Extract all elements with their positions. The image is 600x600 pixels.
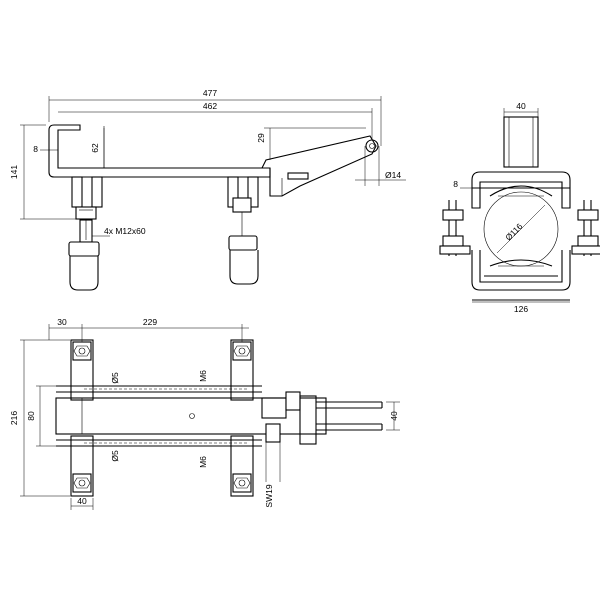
dim-30: 30 bbox=[57, 317, 67, 327]
dim-40-bar: 40 bbox=[389, 411, 399, 421]
dim-thread-lower: M6 bbox=[198, 456, 208, 468]
dim-216: 216 bbox=[9, 411, 19, 425]
dim-hole-upper: Ø5 bbox=[110, 372, 120, 384]
dim-thread-upper: M6 bbox=[198, 370, 208, 382]
dim-40-foot: 40 bbox=[77, 496, 87, 506]
end-view: 40 8 Ø116 126 bbox=[439, 101, 600, 314]
dim-462: 462 bbox=[203, 101, 217, 111]
dim-hole-lower: Ø5 bbox=[110, 450, 120, 462]
dim-80: 80 bbox=[26, 411, 36, 421]
dim-29: 29 bbox=[256, 133, 266, 143]
dim-diameter-116: Ø116 bbox=[503, 221, 525, 243]
dim-40-end: 40 bbox=[516, 101, 526, 111]
top-view: 30 229 216 80 40 Ø5 Ø5 M6 M6 40 SW19 bbox=[9, 317, 400, 510]
dim-126: 126 bbox=[514, 304, 528, 314]
dim-229: 229 bbox=[143, 317, 157, 327]
dim-sw19: SW19 bbox=[264, 484, 274, 507]
dim-diameter-14: Ø14 bbox=[385, 170, 401, 180]
dim-8-side: 8 bbox=[33, 144, 38, 154]
side-view: 477 462 141 62 8 29 Ø14 4x M12x60 bbox=[9, 88, 406, 291]
dim-8-end: 8 bbox=[453, 179, 458, 189]
note-bolts: 4x M12x60 bbox=[104, 226, 146, 236]
dim-477: 477 bbox=[203, 88, 217, 98]
dim-141: 141 bbox=[9, 165, 19, 179]
dim-62: 62 bbox=[90, 143, 100, 153]
